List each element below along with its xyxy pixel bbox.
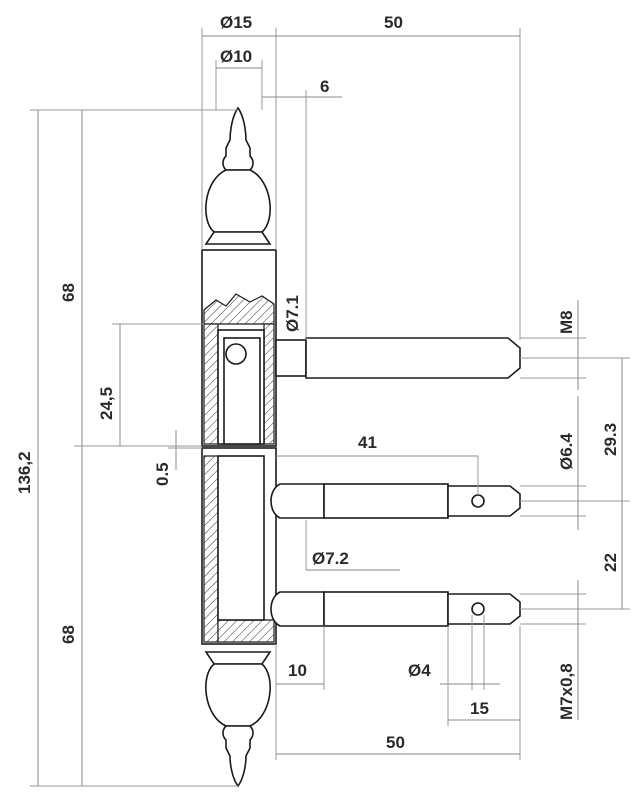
dim-overall-width-bottom: 50: [386, 733, 405, 752]
bottom-finial-tip: [222, 725, 254, 788]
dim-upper-half-height: 68: [59, 283, 78, 302]
top-finial-collar: [204, 231, 272, 245]
dim-gap: 0.5: [153, 462, 172, 486]
middle-pin: [270, 483, 521, 519]
dim-length-15: 15: [470, 699, 489, 718]
dim-pin-spacing-29-3: 29.3: [601, 423, 620, 456]
dim-thread-m7: M7x0,8: [557, 663, 576, 720]
dim-diameter-7-2: Ø7.2: [312, 549, 349, 568]
upper-section-hatch: [203, 293, 275, 325]
dimension-lines: [30, 28, 630, 787]
dim-offset-6: 6: [320, 77, 329, 96]
dim-lower-half-height: 68: [59, 625, 78, 644]
dim-hole-diameter: Ø4: [408, 661, 431, 680]
lower-pin-hole: [471, 602, 485, 616]
dim-top-inner-diameter: Ø10: [220, 47, 252, 66]
hinge-body: [201, 106, 277, 788]
lower-bore: [217, 455, 265, 621]
dim-insert-depth: 24,5: [97, 387, 116, 420]
dimension-labels: Ø15 50 Ø10 6 Ø7.1 M8 68 136,2 24,5 0.5 2…: [15, 13, 620, 752]
top-finial-ball: [205, 169, 271, 233]
dim-length-41: 41: [358, 433, 377, 452]
dim-length-10: 10: [288, 661, 307, 680]
dim-pin-diameter-7-1: Ø7.1: [283, 295, 302, 332]
top-finial-tip: [222, 106, 254, 171]
dim-overall-width-top: 50: [384, 13, 403, 32]
bottom-finial-ball: [205, 663, 271, 727]
dim-diameter-6-4: Ø6.4: [557, 433, 576, 470]
dim-overall-height: 136,2: [15, 451, 34, 494]
upper-pin: [275, 337, 521, 379]
dim-top-outer-diameter: Ø15: [220, 13, 252, 32]
lower-pin: [270, 591, 521, 627]
dim-thread-m8: M8: [557, 310, 576, 334]
dim-pin-spacing-22: 22: [601, 553, 620, 572]
middle-pin-hole: [471, 494, 485, 508]
bottom-finial-collar: [204, 651, 272, 665]
